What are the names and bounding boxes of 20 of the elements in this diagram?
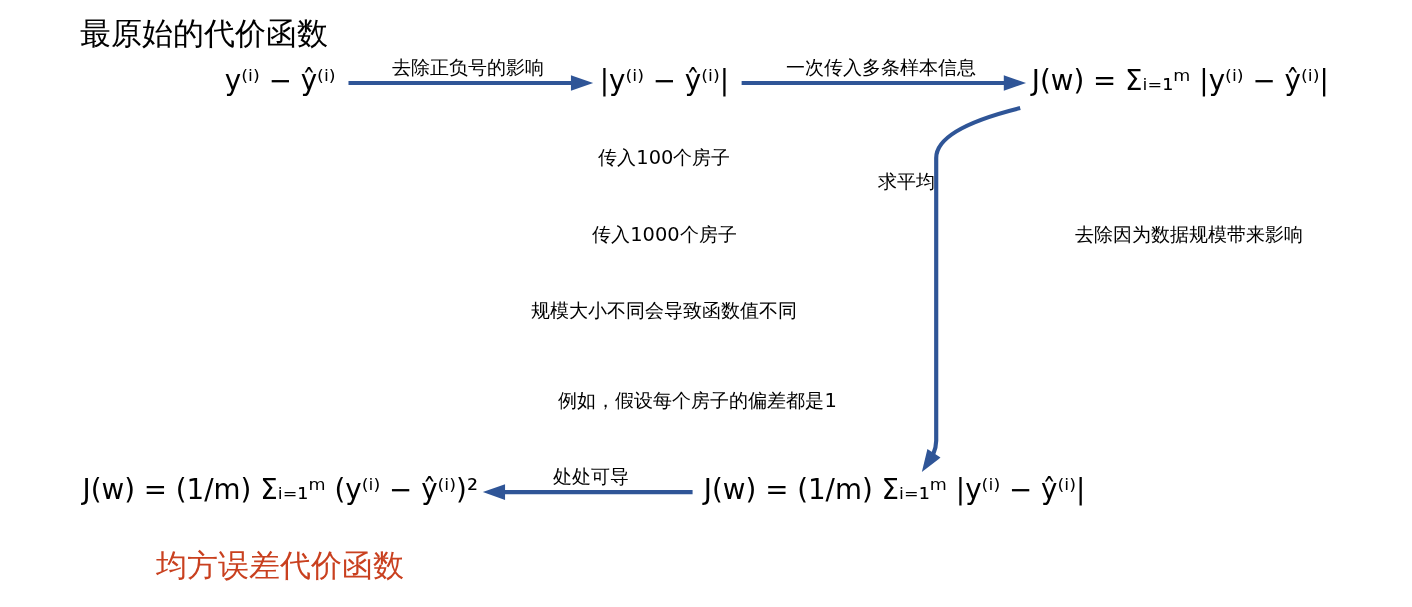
arrow xyxy=(741,75,1027,91)
arrow xyxy=(482,484,693,500)
edge-label: 一次传入多条样本信息 xyxy=(785,55,976,79)
arrow xyxy=(921,106,1021,472)
edge-label: 求平均 xyxy=(877,169,935,193)
label: 规模大小不同会导致函数值不同 xyxy=(531,298,798,322)
node-text: J(w) = (1/m) Σᵢ₌₁ᵐ (y⁽ⁱ⁾ − ŷ⁽ⁱ⁾)² xyxy=(82,473,479,507)
node-text: J(w) = Σᵢ₌₁ᵐ |y⁽ⁱ⁾ − ŷ⁽ⁱ⁾| xyxy=(1031,63,1329,97)
diagram-title: 最原始的代价函数 xyxy=(79,15,328,51)
label: 传入100个房子 xyxy=(598,146,731,170)
node-label: 均方误差代价函数 xyxy=(156,548,405,584)
edge-label: 去除正负号的影响 xyxy=(391,55,544,79)
label: 例如，假设每个房子的偏差都是1 xyxy=(558,389,837,413)
edge-label: 处处可导 xyxy=(552,464,629,488)
node-text: J(w) = (1/m) Σᵢ₌₁ᵐ |y⁽ⁱ⁾ − ŷ⁽ⁱ⁾| xyxy=(703,473,1086,507)
node-text: |y⁽ⁱ⁾ − ŷ⁽ⁱ⁾| xyxy=(599,63,730,97)
arrow xyxy=(348,75,594,91)
label: 去除因为数据规模带来影响 xyxy=(1074,222,1303,246)
label: 传入1000个房子 xyxy=(592,222,737,246)
node-text: y⁽ⁱ⁾ − ŷ⁽ⁱ⁾ xyxy=(224,63,336,97)
